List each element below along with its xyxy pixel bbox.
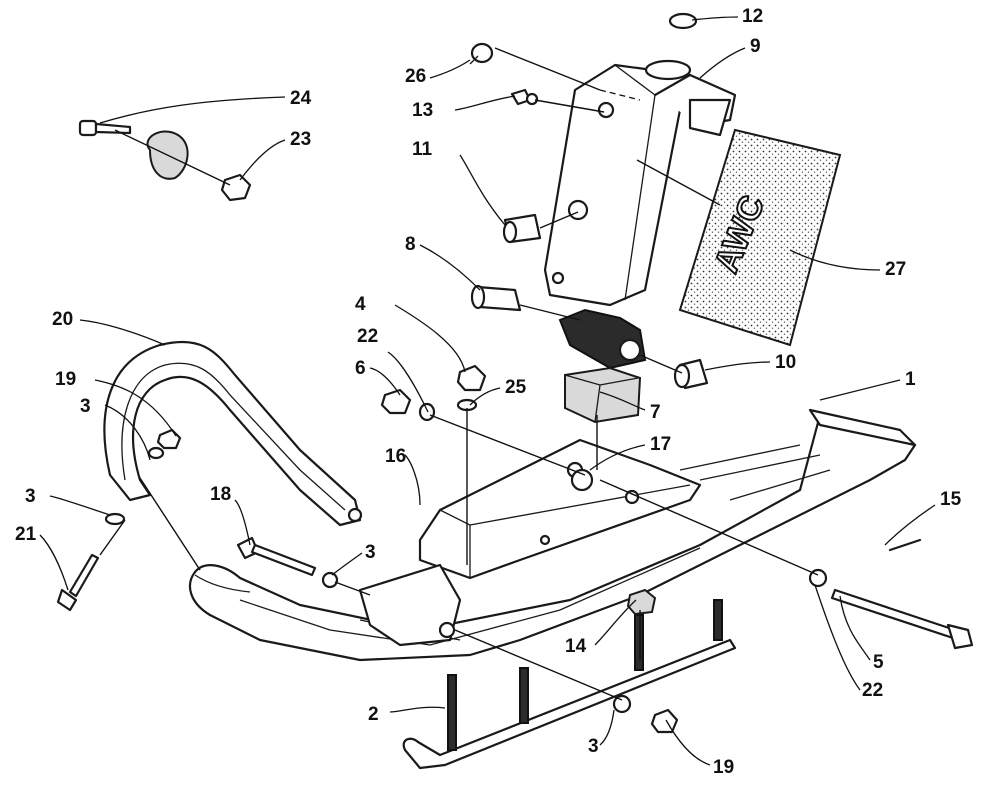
callout-2: 2 <box>368 704 379 725</box>
ski-saddle <box>358 438 702 647</box>
bushing-11 <box>502 213 542 244</box>
callout-27: 27 <box>885 259 906 280</box>
bushing-8 <box>470 284 522 312</box>
callout-3-left: 3 <box>25 486 36 507</box>
nut-4 <box>456 364 487 392</box>
callout-13: 13 <box>412 100 433 121</box>
callout-14: 14 <box>565 636 587 657</box>
nut-6 <box>380 388 412 415</box>
bushing-10 <box>673 358 709 390</box>
nut-14 <box>626 588 657 616</box>
ski-loop <box>103 340 363 527</box>
spindle <box>543 59 737 307</box>
callout-15: 15 <box>940 489 962 510</box>
callout-6: 6 <box>355 358 366 379</box>
pin-15 <box>888 538 922 552</box>
callout-26: 26 <box>405 66 426 87</box>
washer-3-b <box>612 694 632 714</box>
washer-3-d <box>104 512 126 526</box>
callout-18: 18 <box>210 484 231 505</box>
ski <box>188 408 917 662</box>
plug-26 <box>469 42 494 65</box>
callout-19-bottom: 19 <box>713 757 734 778</box>
bolt-18 <box>236 536 317 577</box>
callout-25: 25 <box>505 377 527 398</box>
callout-22-left: 22 <box>357 326 378 347</box>
callout-21: 21 <box>15 524 37 545</box>
callout-5: 5 <box>873 652 884 673</box>
callout-12: 12 <box>742 6 763 27</box>
callout-9: 9 <box>750 36 761 57</box>
nut-23 <box>220 173 252 202</box>
bolt-24 <box>78 119 132 137</box>
bolt-21 <box>56 553 100 612</box>
washer-17 <box>570 468 594 492</box>
leader-lines <box>39 16 936 766</box>
block-7 <box>564 366 642 424</box>
washer-22-left <box>418 402 436 422</box>
assembly-axes <box>99 47 819 701</box>
callout-16: 16 <box>385 446 406 467</box>
callout-22-right: 22 <box>862 680 883 701</box>
spindle-bottom-block <box>558 308 647 370</box>
callout-23: 23 <box>290 129 311 150</box>
callout-10: 10 <box>775 352 796 373</box>
bolt-5 <box>830 588 974 650</box>
callout-11: 11 <box>412 139 433 160</box>
callout-8: 8 <box>405 234 416 255</box>
callout-1: 1 <box>905 369 916 390</box>
callout-3-loop: 3 <box>80 396 91 417</box>
decal: AWC <box>678 128 842 347</box>
grease-fitting-13 <box>510 88 539 106</box>
cap-12 <box>668 12 698 30</box>
washer-3-a <box>321 571 339 589</box>
nut-19-a <box>156 428 182 450</box>
callout-3-bottom: 3 <box>588 736 599 757</box>
callout-19-loop: 19 <box>55 369 76 390</box>
nut-19-b <box>650 708 679 734</box>
wear-runner <box>402 599 737 770</box>
callout-3-bolt18: 3 <box>365 542 376 563</box>
callout-17: 17 <box>650 434 671 455</box>
washer-3-c <box>147 446 165 460</box>
callout-4: 4 <box>355 294 366 315</box>
callouts: 1 2 3 3 3 3 4 5 6 7 8 9 10 11 12 13 14 1… <box>15 6 962 778</box>
callout-20: 20 <box>52 309 73 330</box>
callout-7: 7 <box>650 402 661 423</box>
callout-24: 24 <box>290 88 312 109</box>
